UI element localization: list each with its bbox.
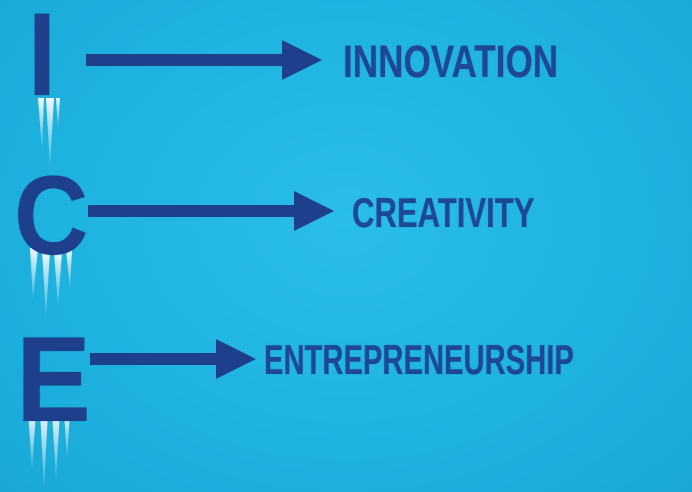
letter-e: E [16,311,91,447]
arrow-right-icon [86,40,322,80]
innovation-label: INNOVATION [343,36,559,87]
arrow-right-icon [88,191,334,231]
letter-i: I [28,0,56,121]
entrepreneurship-label: ENTREPRENEURSHIP [264,336,574,383]
letter-c: C [14,153,89,278]
arrow-right-icon [90,339,256,379]
creativity-label: CREATIVITY [352,189,535,236]
